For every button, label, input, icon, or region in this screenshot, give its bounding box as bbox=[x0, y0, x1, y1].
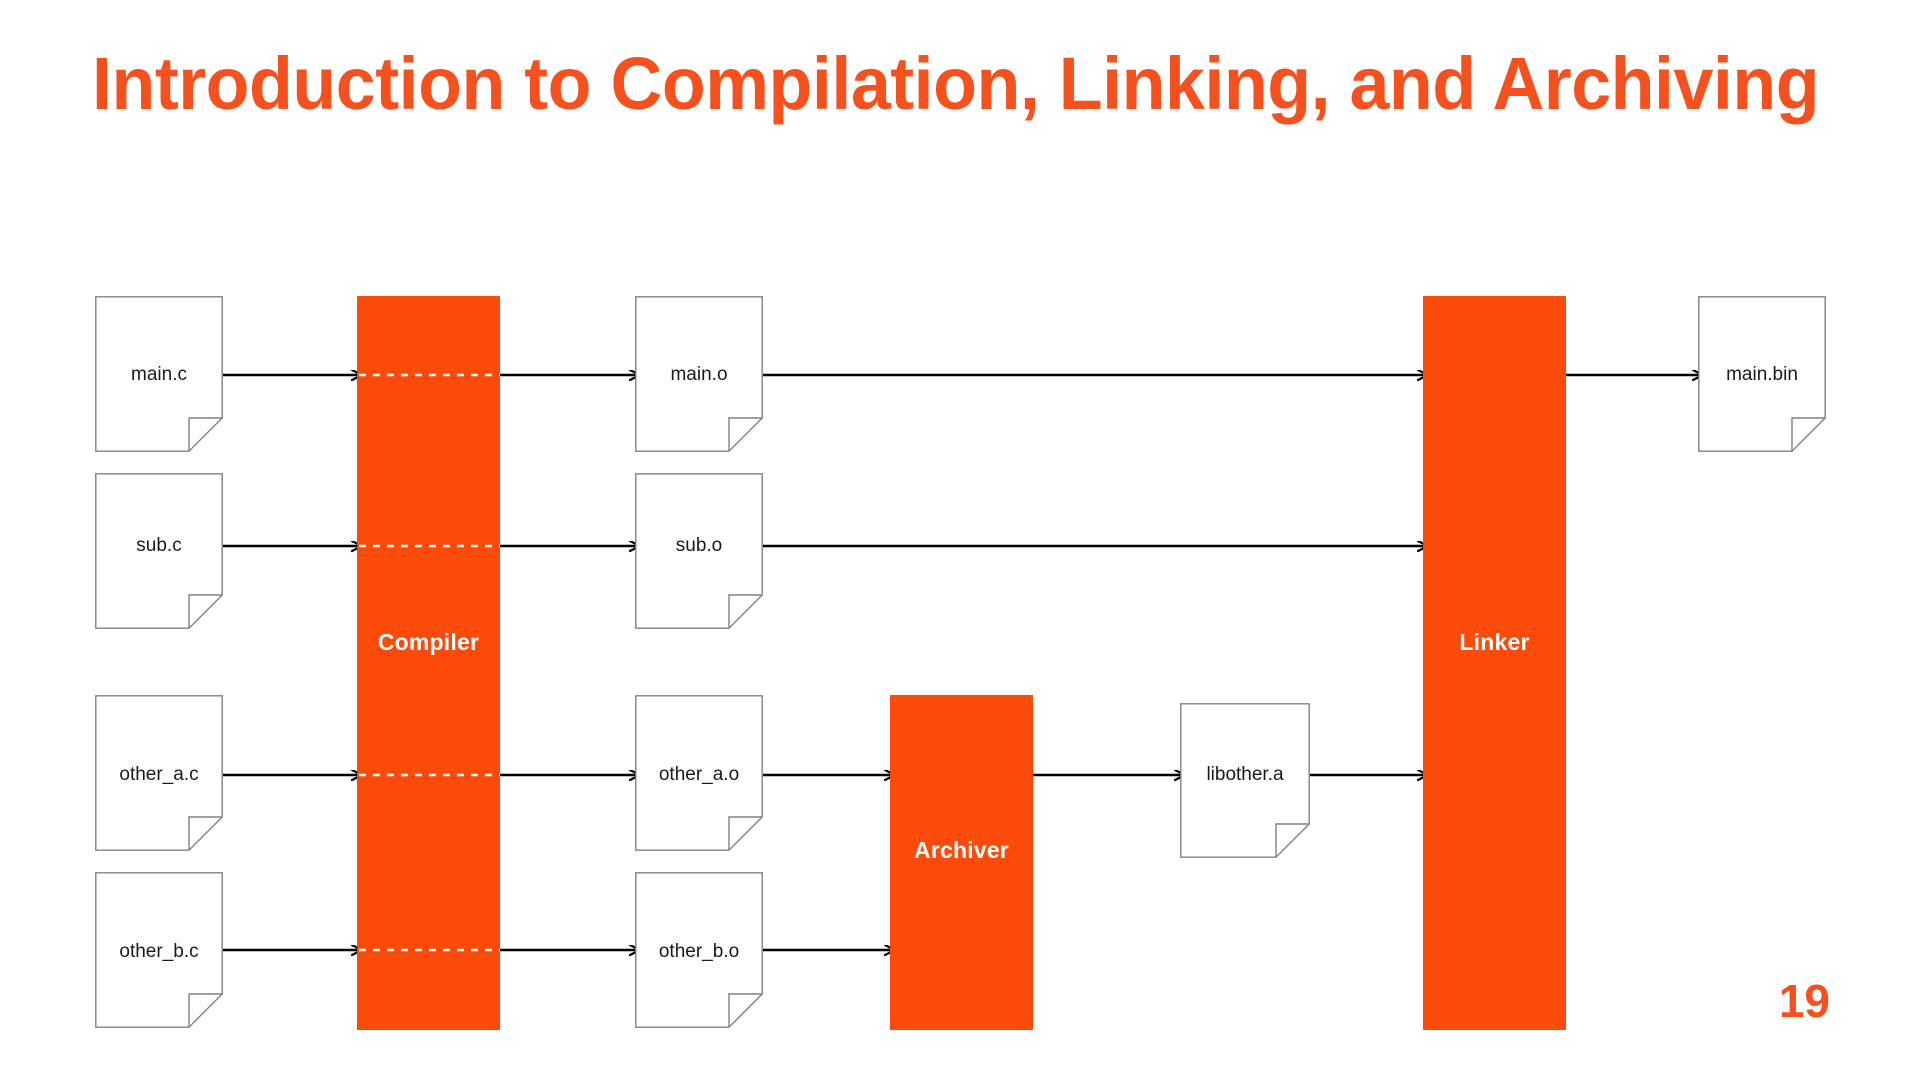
document-sub-o[interactable]: sub.o bbox=[635, 473, 763, 629]
document-main-bin[interactable]: main.bin bbox=[1698, 296, 1826, 452]
page-title: Introduction to Compilation, Linking, an… bbox=[92, 42, 1820, 125]
document-sub-c[interactable]: sub.c bbox=[95, 473, 223, 629]
stage-bar-archiver[interactable]: Archiver bbox=[890, 695, 1033, 1030]
stage-bar-linker[interactable]: Linker bbox=[1423, 296, 1566, 1030]
document-main-o[interactable]: main.o bbox=[635, 296, 763, 452]
document-shape-icon bbox=[95, 695, 223, 851]
document-main-c[interactable]: main.c bbox=[95, 296, 223, 452]
document-shape-icon bbox=[1180, 703, 1310, 858]
document-other-a-o[interactable]: other_a.o bbox=[635, 695, 763, 851]
document-other-b-c[interactable]: other_b.c bbox=[95, 872, 223, 1028]
document-shape-icon bbox=[1698, 296, 1826, 452]
document-shape-icon bbox=[95, 296, 223, 452]
stage-label-compiler: Compiler bbox=[377, 629, 480, 655]
document-shape-icon bbox=[635, 872, 763, 1028]
page-number: 19 bbox=[1778, 975, 1830, 1027]
document-libother-a[interactable]: libother.a bbox=[1180, 703, 1310, 858]
document-shape-icon bbox=[95, 473, 223, 629]
document-shape-icon bbox=[635, 296, 763, 452]
stage-bar-compiler[interactable]: Compiler bbox=[357, 296, 500, 1030]
document-shape-icon bbox=[635, 473, 763, 629]
stage-label-archiver: Archiver bbox=[914, 837, 1009, 863]
document-shape-icon bbox=[95, 872, 223, 1028]
document-shape-icon bbox=[635, 695, 763, 851]
stage-label-linker: Linker bbox=[1459, 629, 1530, 655]
document-other-b-o[interactable]: other_b.o bbox=[635, 872, 763, 1028]
document-other-a-c[interactable]: other_a.c bbox=[95, 695, 223, 851]
